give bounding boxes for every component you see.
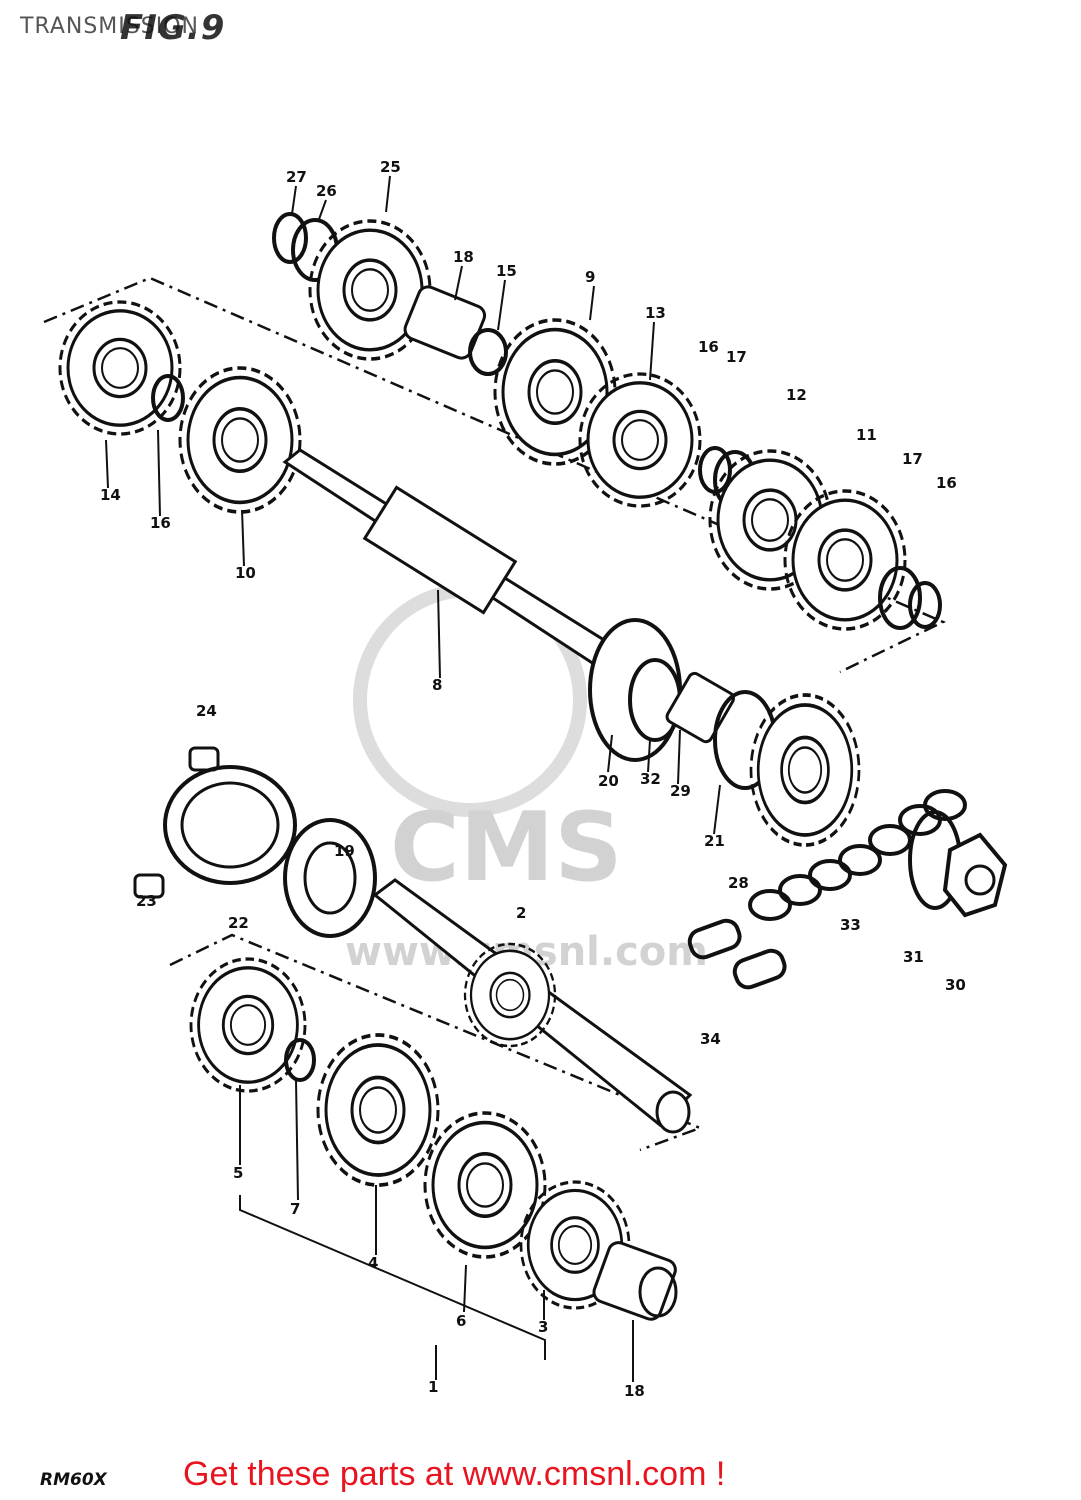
washer-15 [468,328,508,376]
figure-label: FIG.9 [120,8,226,48]
callout: 22 [228,914,249,932]
countershaft-parts [58,212,942,847]
bearing-retainer-22 [163,765,297,885]
callout: 13 [645,304,666,322]
callout: 28 [728,874,749,892]
leader-lines [105,175,721,1382]
callout: 1 [428,1378,438,1396]
callout: 25 [380,158,401,176]
callout: 9 [585,268,595,286]
callout: 16 [936,474,957,492]
mid-parts [133,746,1008,1134]
chain-joint-34 [687,918,787,990]
cmsnl-parts-link[interactable]: Get these parts at www.cmsnl.com ! [183,1455,726,1493]
circlip-27 [272,212,308,264]
callout: 31 [903,948,924,966]
callout: 34 [700,1030,721,1048]
callout: 16 [698,338,719,356]
bolt-23 [133,873,165,899]
nut-30 [942,832,1008,918]
callout: 7 [290,1200,300,1218]
page-title: TRANSMISSION [20,14,199,39]
bracket-1 [239,1195,546,1360]
callout: 18 [453,248,474,266]
bearing-18b [592,1241,677,1321]
callout: 3 [538,1318,548,1336]
oil-seal-20 [588,618,682,762]
callout: 16 [150,514,171,532]
driveshaft-parts [189,957,678,1360]
callout: 14 [100,486,121,504]
watermark: CMS www.cmsnl.com [345,583,708,975]
callout: 12 [786,386,807,404]
circlip-16c [151,374,185,422]
callout: 32 [640,770,661,788]
callout: 30 [945,976,966,994]
callout: 6 [456,1312,466,1330]
circlip-16b [908,581,942,629]
callout: 17 [726,348,747,366]
drive-chain-28 [748,789,967,921]
callout: 4 [368,1254,378,1272]
bearing-19 [283,818,377,938]
countershaft-group-boundary [43,276,946,674]
callout: 19 [334,842,355,860]
callout: 15 [496,262,517,280]
watermark-brand: CMS [390,793,623,903]
callout: 23 [136,892,157,910]
driveshaft-group-boundary [169,933,704,1152]
callout: 26 [316,182,337,200]
circlip-7 [284,1038,316,1082]
callouts: 27 26 25 18 15 9 13 16 17 12 11 17 16 14… [100,158,966,1400]
model-code: RM60X [40,1470,107,1490]
callout: 33 [840,916,861,934]
callout: 24 [196,702,217,720]
callout: 8 [432,676,442,694]
callout: 11 [856,426,877,444]
callout: 2 [516,904,526,922]
callout: 21 [704,832,725,850]
callout: 18 [624,1382,645,1400]
callout: 29 [670,782,691,800]
callout: 5 [233,1164,243,1182]
callout: 27 [286,168,307,186]
washer-17b [878,566,922,630]
callout: 17 [902,450,923,468]
callout: 20 [598,772,619,790]
assembly-boundaries [43,276,946,1152]
callout: 10 [235,564,256,582]
